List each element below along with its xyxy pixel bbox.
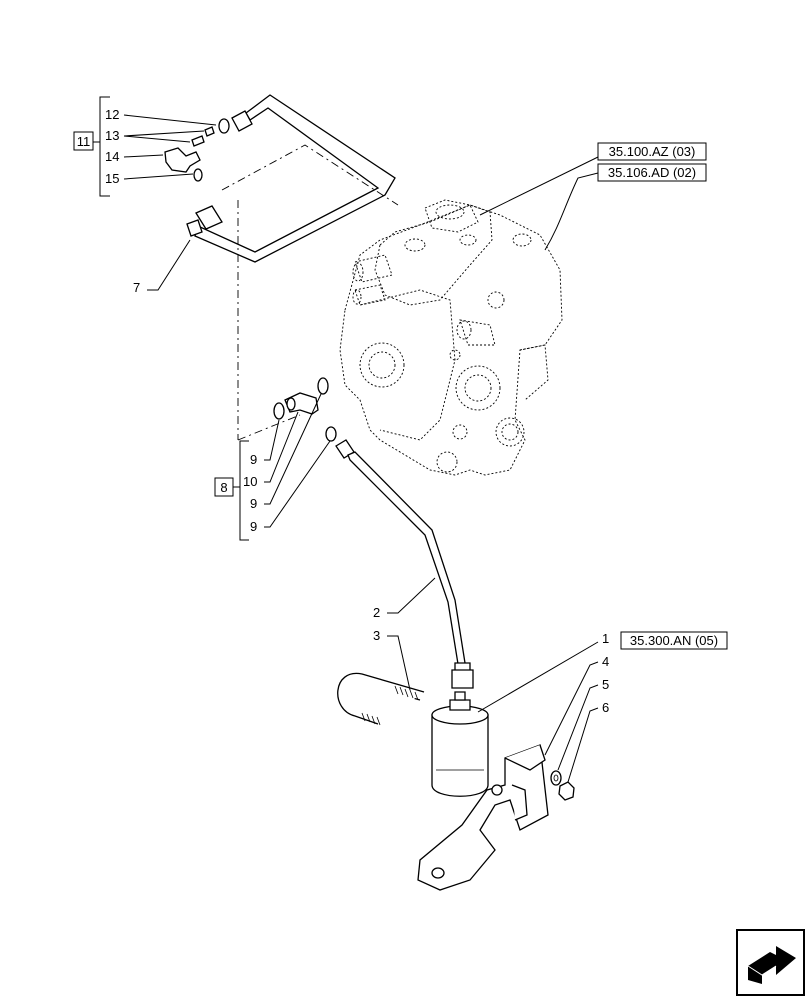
callout-6: 6	[602, 700, 609, 715]
u-bolt-3	[337, 672, 425, 726]
callout-9b: 9	[250, 496, 257, 511]
group-label-11: 11	[77, 134, 91, 149]
callout-9a: 9	[250, 452, 257, 467]
o-ring-15	[193, 168, 203, 182]
o-ring-9c	[325, 426, 337, 442]
callout-5: 5	[602, 677, 609, 692]
o-ring-12	[218, 118, 230, 134]
leader-ref-az	[479, 156, 599, 216]
nut-6	[558, 781, 575, 801]
ref-box-az[interactable]	[597, 142, 707, 161]
callout-14: 14	[105, 149, 119, 164]
centerline-a	[221, 144, 399, 206]
callout-15: 15	[105, 171, 119, 186]
ref-box-filter[interactable]	[620, 631, 728, 650]
leader-ref-ad	[544, 172, 599, 251]
group-box-11	[73, 131, 94, 151]
o-ring-9b	[317, 377, 329, 395]
callout-1: 1	[602, 631, 609, 646]
seal-13b	[191, 135, 205, 147]
ref-pump-az[interactable]: 35.100.AZ (03)	[609, 144, 696, 159]
washer-5	[550, 770, 562, 786]
hydraulic-pump	[339, 199, 563, 476]
ref-pump-ad[interactable]: 35.106.AD (02)	[608, 165, 696, 180]
group-box-8	[214, 477, 234, 497]
callout-9c: 9	[250, 519, 257, 534]
callout-12: 12	[105, 107, 119, 122]
ref-filter[interactable]: 35.300.AN (05)	[630, 633, 718, 648]
bracket-8	[239, 440, 249, 541]
fitting-14	[164, 147, 201, 173]
tube-7	[186, 94, 396, 263]
group-label-8: 8	[220, 480, 227, 495]
seal-13	[204, 126, 215, 137]
centerline-c	[237, 414, 301, 441]
callout-3: 3	[373, 628, 380, 643]
callout-7: 7	[133, 280, 140, 295]
filter-1	[431, 691, 489, 797]
o-ring-9a	[273, 402, 285, 420]
callout-10: 10	[243, 474, 257, 489]
callout-2: 2	[373, 605, 380, 620]
tube-2	[335, 439, 474, 689]
bracket-11	[99, 96, 110, 197]
next-page-arrow-icon[interactable]	[736, 929, 805, 996]
callout-13: 13	[105, 128, 119, 143]
callout-4: 4	[602, 654, 609, 669]
ref-box-ad[interactable]	[597, 163, 707, 182]
bracket-4	[417, 744, 549, 891]
